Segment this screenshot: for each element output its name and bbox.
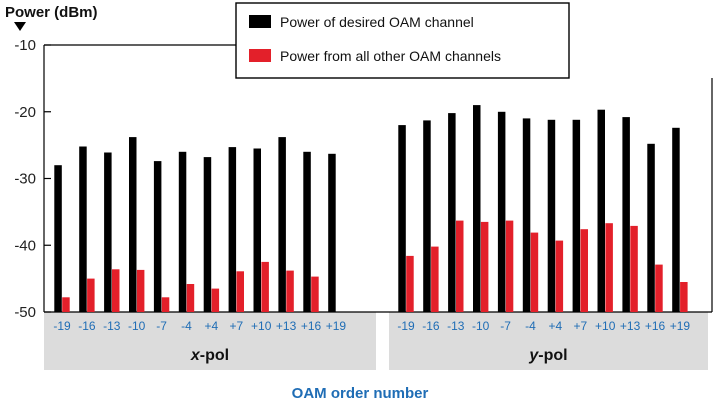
x-tick-label: -4 — [525, 319, 536, 333]
bar-desired — [473, 105, 481, 312]
x-tick-label: -13 — [447, 319, 465, 333]
bar-desired — [547, 119, 556, 312]
x-tick-label: -16 — [78, 319, 96, 333]
x-tick-label: +7 — [229, 319, 243, 333]
legend-label-others: Power from all other OAM channels — [280, 48, 501, 64]
bar-desired — [328, 153, 336, 312]
bar-others — [505, 220, 514, 312]
x-tick-label: -16 — [422, 319, 440, 333]
bar-desired — [79, 146, 87, 312]
bar-desired — [423, 120, 431, 313]
bar-others — [62, 297, 70, 312]
x-tick-label: +13 — [276, 319, 297, 333]
y-tick-label: -40 — [14, 237, 36, 254]
x-tick-label: -4 — [181, 319, 192, 333]
x-tick-label: +7 — [573, 319, 587, 333]
x-tick-label: -13 — [103, 319, 121, 333]
x-tick-label: +10 — [595, 319, 616, 333]
bar-others — [680, 282, 688, 312]
bar-others — [87, 278, 95, 312]
bar-desired — [597, 109, 605, 312]
y-tick-label: -10 — [14, 37, 36, 54]
bar-others — [530, 232, 539, 312]
group-band-2 — [389, 312, 708, 370]
bar-desired — [104, 152, 112, 312]
bar-others — [211, 288, 220, 312]
x-tick-label: +4 — [549, 319, 563, 333]
legend-swatch-others — [249, 49, 271, 62]
legend-box — [235, 2, 570, 79]
x-tick-label: -7 — [156, 319, 167, 333]
bar-others — [261, 261, 269, 312]
bar-others — [480, 221, 489, 312]
y-axis-label: Power (dBm) — [5, 4, 98, 21]
x-tick-label: -19 — [397, 319, 415, 333]
x-tick-label: +19 — [670, 319, 691, 333]
bar-others — [655, 264, 663, 312]
bar-others — [406, 255, 414, 312]
x-axis-ticks: -19 -16 -13 -10 -7 -4 +4 +7 +10 +13 +16 +19 -19 -16 -1… — [53, 319, 690, 333]
bar-others — [186, 284, 195, 312]
group-label: y-pol — [528, 347, 567, 364]
group-label: x-pol — [190, 347, 229, 364]
x-tick-label: -19 — [53, 319, 71, 333]
bar-desired — [253, 148, 261, 312]
x-tick-label: +10 — [251, 319, 272, 333]
bar-others — [580, 229, 588, 312]
bar-desired — [497, 111, 506, 313]
x-tick-label: -10 — [472, 319, 490, 333]
bar-desired — [448, 113, 456, 312]
bar-others — [112, 269, 120, 312]
group-band-1 — [44, 312, 376, 370]
y-tick-label: -50 — [14, 304, 36, 321]
bar-others — [630, 225, 638, 312]
bar-others — [456, 220, 464, 312]
bar-desired — [153, 161, 162, 312]
bar-others — [136, 269, 145, 312]
legend-swatch-desired — [249, 15, 271, 28]
x-tick-label: +19 — [326, 319, 347, 333]
x-axis-label: OAM order number — [292, 385, 429, 402]
y-axis-arrow-icon — [14, 22, 26, 31]
x-tick-label: -7 — [500, 319, 511, 333]
y-tick-label: -30 — [14, 171, 36, 188]
bar-others — [431, 246, 439, 312]
bar-desired — [303, 151, 311, 312]
bar-desired — [572, 119, 581, 312]
bar-others — [555, 240, 564, 312]
x-tick-label: +13 — [620, 319, 641, 333]
bar-others — [161, 297, 170, 312]
bar-others — [236, 271, 244, 312]
bar-others — [311, 276, 319, 312]
x-tick-label: +16 — [645, 319, 666, 333]
bar-desired — [54, 165, 62, 312]
y-axis: -10 -20 -30 -40 -50 — [14, 37, 713, 321]
bar-others — [605, 223, 613, 312]
x-tick-label: +4 — [205, 319, 219, 333]
group-labels: x-pol y-pol — [190, 347, 568, 364]
bar-others — [286, 270, 294, 312]
legend: Power of desired OAM channel Power from … — [235, 2, 570, 79]
bar-desired — [522, 118, 531, 313]
y-tick-label: -20 — [14, 104, 36, 121]
group-label-bands — [44, 312, 708, 370]
bars — [54, 105, 688, 313]
bar-desired — [203, 157, 212, 312]
bar-desired — [129, 137, 137, 312]
bar-desired — [398, 125, 406, 312]
bar-desired — [647, 143, 655, 312]
bar-desired — [178, 151, 187, 312]
bar-desired — [622, 117, 630, 312]
bar-desired — [228, 147, 237, 312]
legend-label-desired: Power of desired OAM channel — [280, 14, 474, 30]
x-tick-label: -10 — [128, 319, 146, 333]
bar-desired — [278, 137, 286, 312]
bar-desired — [672, 127, 680, 312]
x-tick-label: +16 — [301, 319, 322, 333]
